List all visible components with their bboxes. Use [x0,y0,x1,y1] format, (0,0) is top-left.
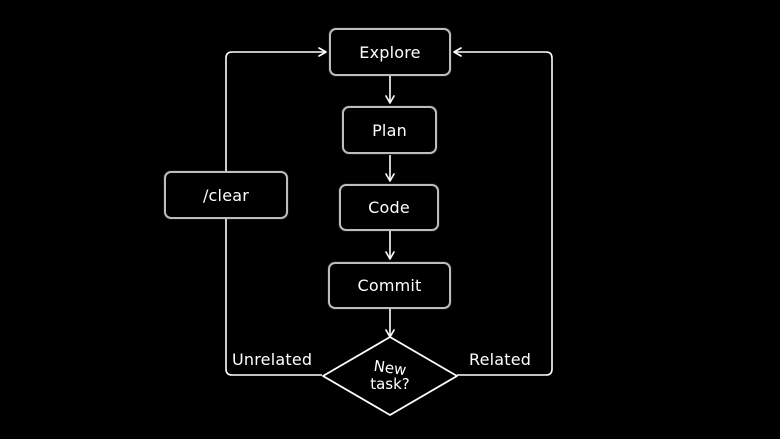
arrow-unrelated-loop-upper [225,47,327,171]
arrow-related-loop [453,47,553,376]
plan-node: Plan [342,106,437,154]
decision-label: New task? [350,357,430,393]
code-node: Code [339,184,439,231]
commit-label: Commit [357,276,422,295]
explore-node: Explore [329,28,451,76]
commit-node: Commit [328,262,451,309]
unrelated-edge-label: Unrelated [232,350,313,369]
arrow-unrelated-loop-lower [225,219,322,376]
clear-label: /clear [202,185,250,205]
clear-node: /clear [164,171,288,219]
explore-label: Explore [359,42,421,62]
decision-label-line2: task? [370,375,410,393]
plan-label: Plan [372,120,407,140]
code-label: Code [368,198,410,217]
decision-diamond [322,336,458,416]
related-edge-label: Related [469,350,532,369]
